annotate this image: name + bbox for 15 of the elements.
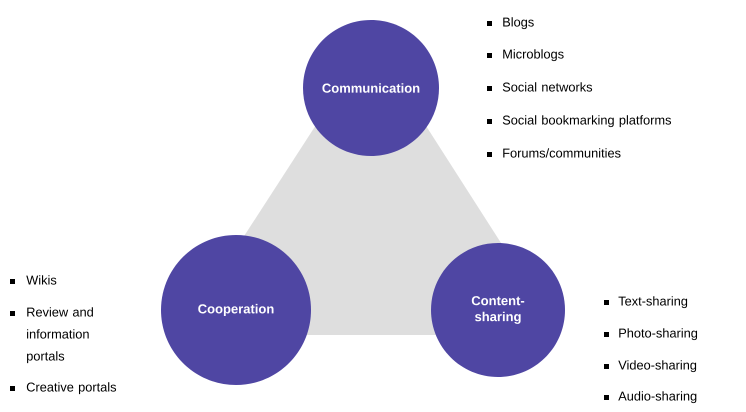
- list-item: Text-sharing: [604, 296, 688, 308]
- list-item: Social networks: [487, 82, 592, 92]
- list-item: Photo-sharing: [604, 328, 698, 340]
- list-item: Wikis: [10, 275, 56, 285]
- list-item: Video-sharing: [604, 360, 696, 372]
- list-item: Forums/communities: [487, 148, 621, 158]
- list-item: Review and information portals: [10, 307, 93, 364]
- circle-node: Communication: [303, 20, 439, 156]
- list-item: Blogs: [487, 17, 534, 30]
- circle-node: Content-sharing: [431, 243, 565, 377]
- list-item: Audio-sharing: [604, 391, 696, 404]
- circle-node: Cooperation: [161, 235, 311, 385]
- list-item: Creative portals: [10, 382, 116, 394]
- list-item: Microblogs: [487, 49, 564, 62]
- list-item: Social bookmarking platforms: [487, 115, 672, 128]
